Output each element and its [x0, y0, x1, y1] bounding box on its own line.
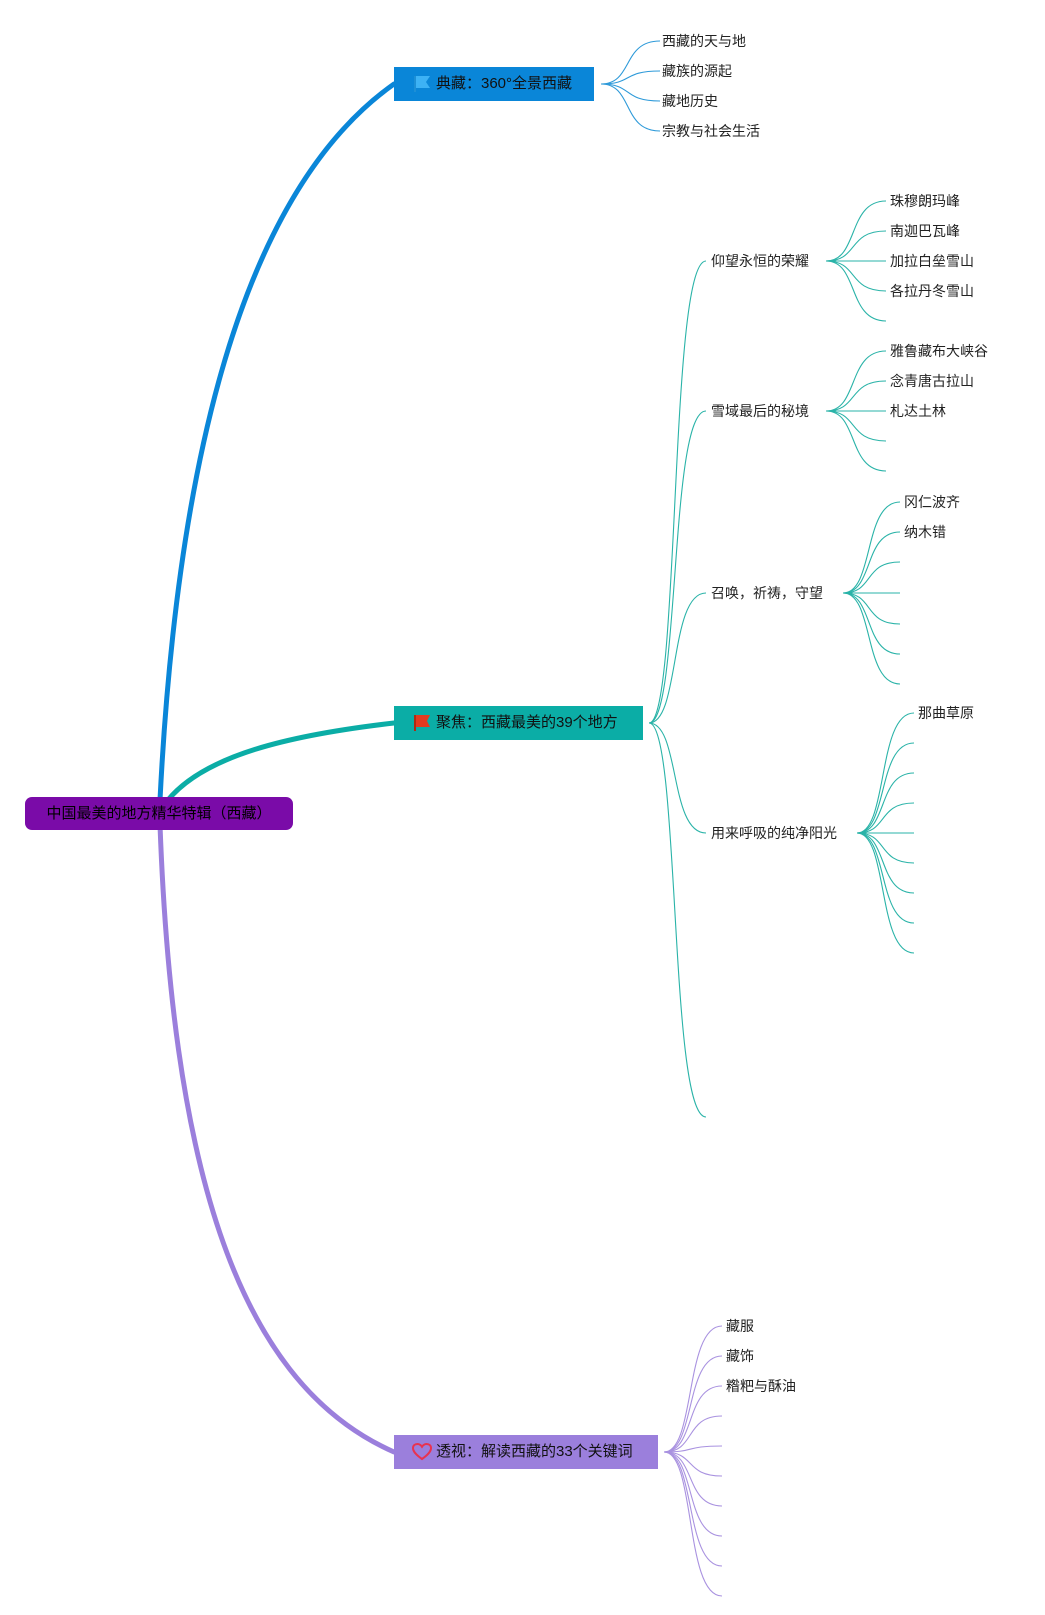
topic-label: 透视：解读西藏的33个关键词: [436, 1443, 633, 1460]
red-flag-icon: [414, 715, 430, 731]
leaf-topic[interactable]: 雅鲁藏布大峡谷: [890, 343, 988, 359]
subtopic-connector: [648, 592, 707, 724]
leaf-connector: [856, 772, 915, 834]
leaf-topic[interactable]: 念青唐古拉山: [890, 373, 974, 389]
leaf-connector: [663, 1451, 723, 1507]
leaf-connector: [825, 230, 887, 262]
topic-focus[interactable]: 聚焦：西藏最美的39个地方: [394, 706, 643, 740]
leaf-connector: [856, 832, 915, 894]
leaf-connector: [825, 350, 887, 412]
branch-link-3: [157, 822, 397, 1455]
leaf-connector: [663, 1451, 723, 1567]
leaf-connector: [842, 592, 901, 685]
subtopic[interactable]: 召唤，祈祷，守望: [711, 585, 823, 601]
subtopic[interactable]: 仰望永恒的荣耀: [711, 253, 809, 269]
leaf-connector: [856, 832, 915, 954]
leaf-topic[interactable]: 冈仁波齐: [904, 494, 960, 510]
leaf-connector: [825, 410, 887, 442]
subtopic-connector: [648, 722, 707, 1118]
root-label: 中国最美的地方精华特辑（西藏）: [46, 805, 272, 822]
leaf-topic[interactable]: 藏饰: [726, 1348, 754, 1364]
branch-link-2: [165, 720, 397, 803]
leaf-topic[interactable]: 纳木错: [904, 524, 946, 540]
subtopic-connector: [648, 260, 707, 724]
leaf-connector: [856, 802, 915, 834]
subtopic[interactable]: 用来呼吸的纯净阳光: [711, 825, 837, 841]
leaf-connector: [663, 1415, 723, 1453]
leaf-connector: [663, 1451, 723, 1597]
leaf-connector: [600, 83, 661, 102]
leaf-connector: [825, 260, 887, 322]
leaf-topic[interactable]: 札达土林: [890, 403, 946, 419]
leaf-connector: [600, 70, 661, 85]
leaf-topic[interactable]: 藏服: [726, 1318, 754, 1334]
leaf-connector: [663, 1385, 723, 1453]
topic-keywords[interactable]: 透视：解读西藏的33个关键词: [394, 1435, 658, 1469]
leaf-connector: [856, 832, 915, 924]
topic-panorama[interactable]: 典藏：360°全景西藏: [394, 67, 594, 101]
leaf-connector: [825, 200, 887, 262]
leaf-connector: [856, 712, 915, 834]
leaf-connector: [600, 83, 661, 132]
branch-link-1: [157, 81, 397, 803]
leaf-connector: [842, 592, 901, 655]
leaf-topic[interactable]: 糌粑与酥油: [726, 1378, 796, 1394]
topic-label: 聚焦：西藏最美的39个地方: [436, 714, 618, 731]
heart-icon: [412, 1443, 432, 1461]
leaf-connector: [856, 742, 915, 834]
subtopic-connector: [648, 722, 707, 834]
leaf-connector: [825, 410, 887, 472]
leaf-connector: [663, 1355, 723, 1453]
leaf-topic[interactable]: 南迦巴瓦峰: [890, 223, 960, 239]
leaf-connector: [856, 832, 915, 864]
topic-label: 典藏：360°全景西藏: [436, 75, 573, 92]
leaf-connector: [825, 380, 887, 412]
leaf-topic[interactable]: 那曲草原: [918, 705, 974, 721]
leaf-topic[interactable]: 藏地历史: [662, 93, 718, 109]
leaf-topic[interactable]: 加拉白垒雪山: [890, 253, 974, 269]
subtopic[interactable]: 雪域最后的秘境: [711, 403, 809, 419]
leaf-topic[interactable]: 宗教与社会生活: [662, 123, 760, 139]
leaf-connector: [663, 1451, 723, 1477]
leaf-topic[interactable]: 西藏的天与地: [662, 33, 746, 49]
leaf-connector: [842, 501, 901, 594]
leaf-connector: [842, 592, 901, 625]
leaf-connector: [842, 531, 901, 594]
leaf-topic[interactable]: 各拉丹冬雪山: [890, 283, 974, 299]
leaf-connector: [842, 561, 901, 594]
leaf-topic[interactable]: 珠穆朗玛峰: [890, 193, 960, 209]
leaf-connector: [600, 40, 661, 85]
root-topic[interactable]: 中国最美的地方精华特辑（西藏）: [25, 797, 293, 830]
leaf-connector: [663, 1451, 723, 1537]
leaf-connector: [825, 260, 887, 292]
leaf-topic[interactable]: 藏族的源起: [662, 63, 732, 79]
leaf-connector: [663, 1445, 723, 1453]
leaf-connector: [663, 1325, 723, 1453]
subtopic-connector: [648, 410, 707, 724]
flag-icon: [414, 76, 430, 92]
